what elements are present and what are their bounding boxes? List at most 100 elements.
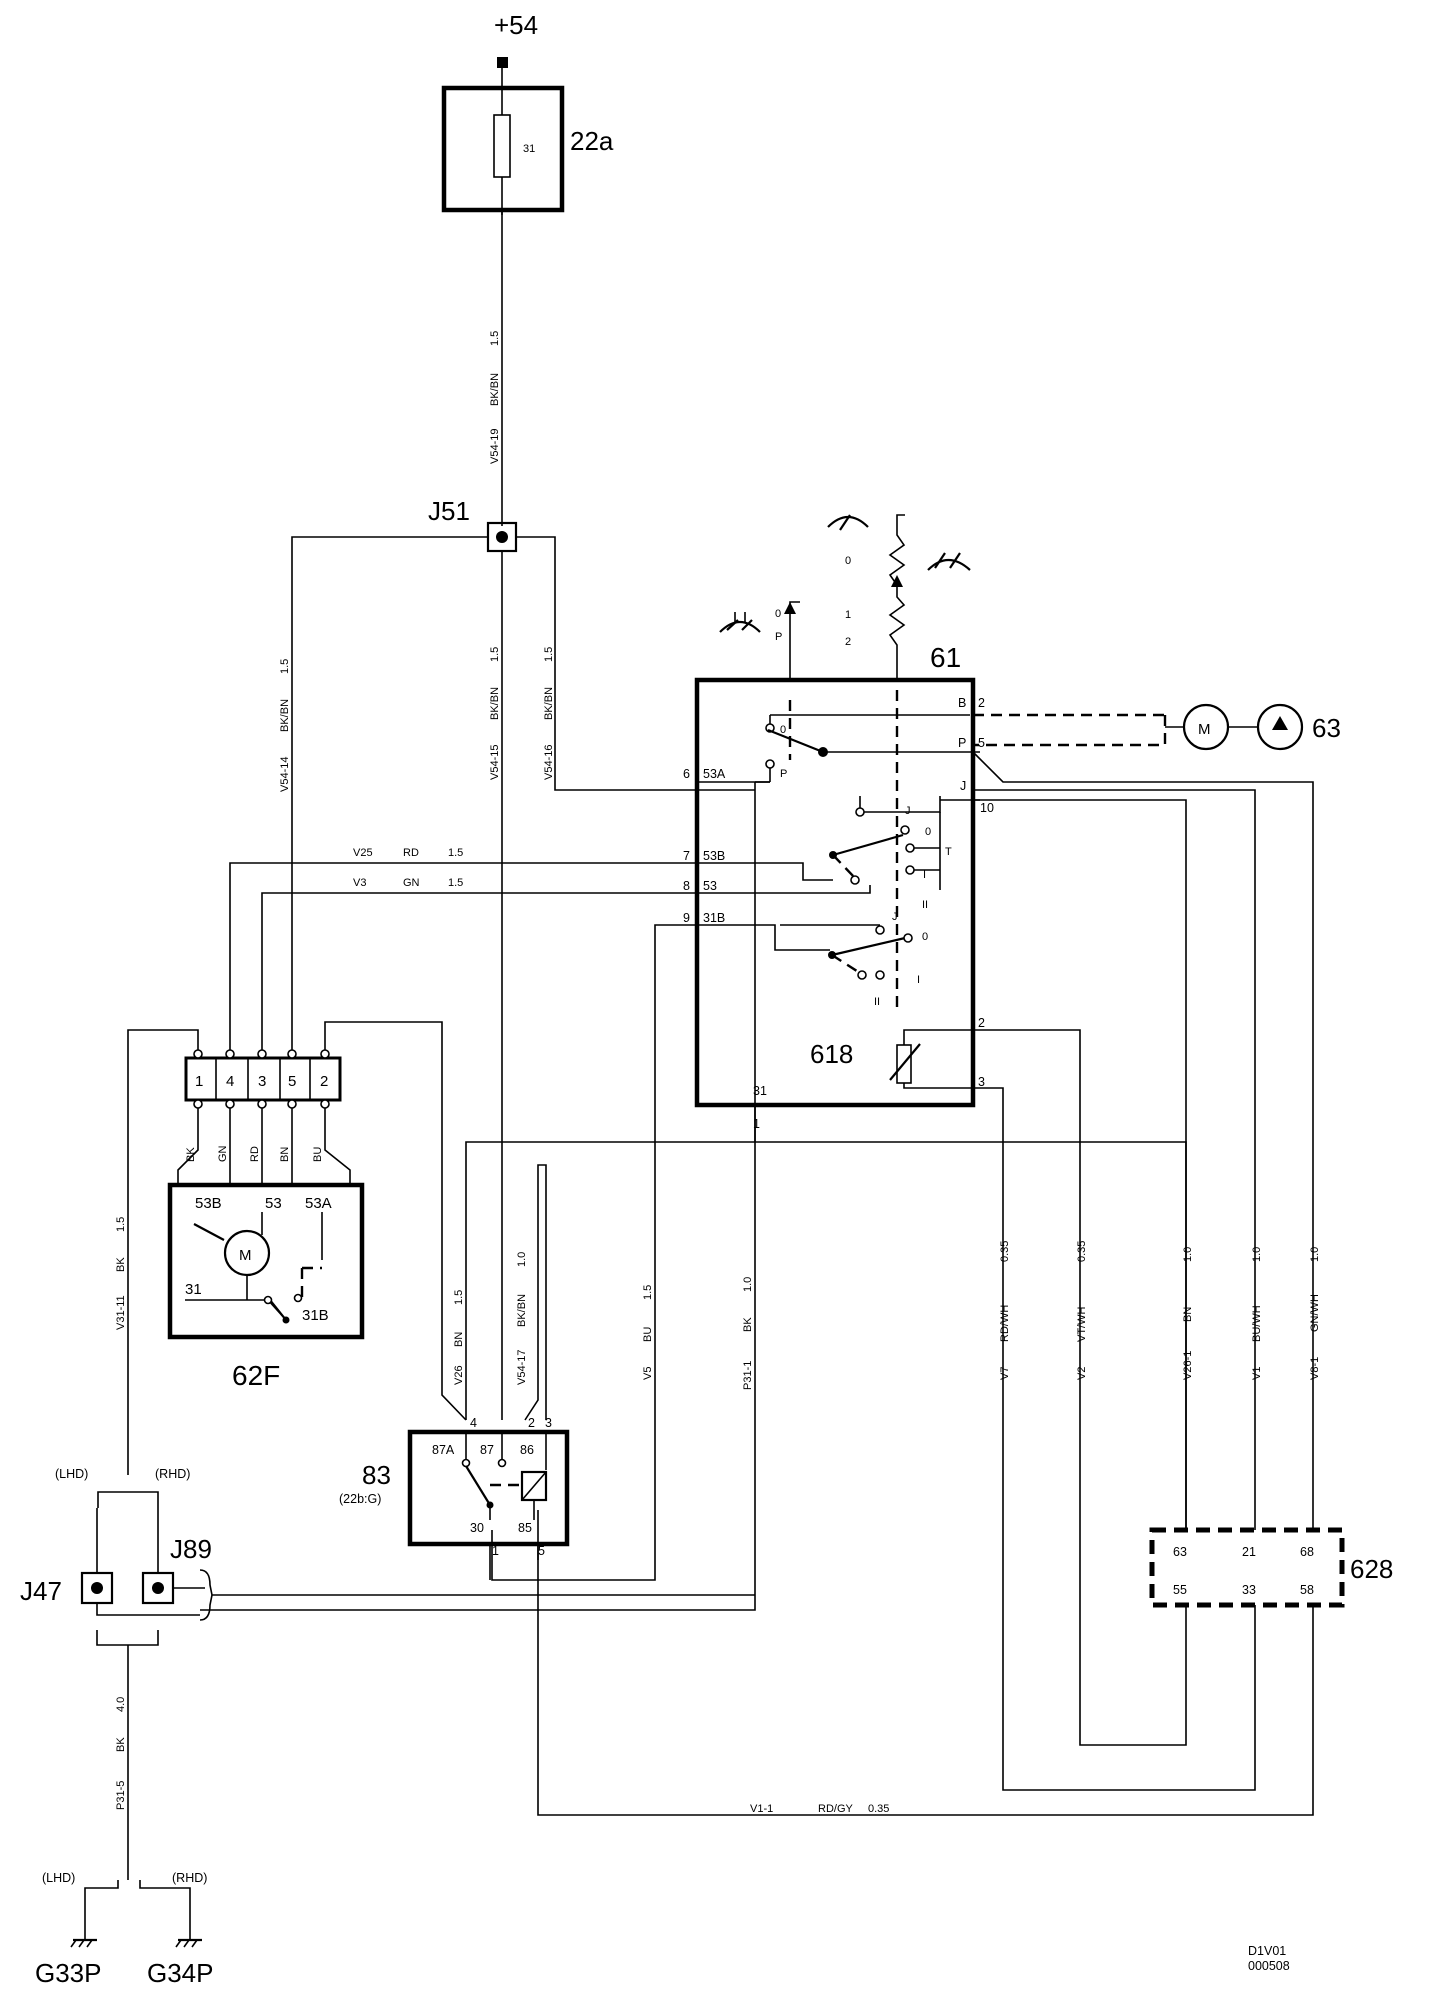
switch-pin-r2: 2 (978, 1016, 985, 1030)
wire-switch-p-to-motor (973, 715, 1167, 747)
wire-v25-id: V25 (353, 847, 373, 859)
module-628 (1149, 1527, 1345, 1608)
switch-park-section (697, 700, 980, 1105)
connector-pin-4: 4 (226, 1073, 234, 1090)
wiper-motor-m: M (239, 1247, 252, 1264)
svg-text:V54-17: V54-17 (516, 1350, 528, 1385)
wiper-windshield-icon (719, 612, 761, 633)
switch-pos-i: I (923, 869, 926, 881)
wire-v3-size: 1.5 (448, 877, 463, 889)
switch-pos-j2: J (892, 911, 898, 923)
switch-pin-1: 1 (753, 1117, 760, 1131)
wire-v7-label: V7 RD/WH 0.35 (999, 1241, 1011, 1380)
module-pin-33: 33 (1242, 1583, 1256, 1597)
svg-text:BK/BN: BK/BN (516, 1294, 528, 1327)
supply-label: +54 (494, 10, 538, 40)
wire-v54-14 (291, 536, 488, 1058)
svg-text:RD: RD (249, 1146, 261, 1162)
svg-text:V54-15: V54-15 (489, 745, 501, 780)
switch-pos-0: 0 (780, 724, 786, 736)
module-pin-58: 58 (1300, 1583, 1314, 1597)
rheostat-618 (889, 1029, 975, 1089)
motor-park-switch (269, 1299, 287, 1321)
relay-pin-1: 1 (492, 1544, 499, 1558)
svg-text:BU: BU (312, 1147, 324, 1162)
wire-v3 (261, 892, 697, 1058)
drive-side-lhd: (LHD) (55, 1467, 88, 1481)
switch-pos-0c: 0 (922, 931, 928, 943)
switch-pin-9: 9 (683, 911, 690, 925)
svg-text:V1: V1 (1251, 1367, 1263, 1380)
module-pin-68: 68 (1300, 1545, 1314, 1559)
pump-arrow-icon (1272, 716, 1288, 730)
junction-j89-label: J89 (170, 1534, 212, 1564)
svg-text:GN/WH: GN/WH (1309, 1294, 1321, 1332)
footer-number: 000508 (1248, 1959, 1290, 1973)
wire-v8-1 (972, 751, 1314, 1530)
wire-pin2-top (324, 1021, 443, 1140)
svg-text:BK: BK (185, 1147, 197, 1162)
wire-v54-17-label: V54-17 BK/BN 1.0 (516, 1252, 528, 1385)
junction-j51-dot (496, 531, 508, 543)
relay-pin-2: 2 (528, 1416, 535, 1430)
svg-text:1.0: 1.0 (742, 1277, 754, 1292)
wire-v54-17 (524, 1164, 547, 1421)
junction-bracket (199, 1569, 213, 1621)
wire-v3-id: V3 (353, 877, 366, 889)
svg-text:GN: GN (217, 1145, 229, 1162)
svg-text:V5: V5 (642, 1367, 654, 1380)
switch-pin-6: 6 (683, 767, 690, 781)
switch-terminal-53: 53 (703, 879, 717, 893)
ground-rhd-label: (RHD) (172, 1871, 207, 1885)
junction-j47-label: J47 (20, 1576, 62, 1606)
switch-pin-8: 8 (683, 879, 690, 893)
rheostat-id: 618 (810, 1039, 853, 1069)
icon-scale-2: 2 (845, 636, 851, 648)
wire-v1 (973, 789, 1256, 1530)
motor-terminal-53b: 53B (195, 1195, 222, 1212)
svg-text:BN: BN (279, 1147, 291, 1162)
fuse-box-22a (441, 85, 565, 213)
wire-v1-1-id: V1-1 (750, 1803, 773, 1815)
wire-v54-19-label: V54-19 BK/BN 1.5 (489, 331, 501, 464)
svg-text:1.5: 1.5 (543, 647, 555, 662)
wire-v26 (465, 1105, 756, 1420)
connector-pin-3: 3 (258, 1073, 266, 1090)
relay-contacts (461, 1432, 548, 1520)
wire-v1-1-size: 0.35 (868, 1803, 889, 1815)
fuse-element (493, 114, 511, 178)
svg-text:BK/BN: BK/BN (489, 373, 501, 406)
relay-pin-5: 5 (538, 1544, 545, 1558)
switch-terminal-p: P (958, 736, 966, 750)
icon-scale-0b: 0 (775, 608, 781, 620)
switch-terminal-b: B (958, 696, 966, 710)
switch-terminal-31b: 31B (703, 911, 725, 925)
icon-scale-p: P (775, 631, 782, 643)
switch-pin-2: 2 (978, 696, 985, 710)
wiper-fast-icon (927, 552, 971, 571)
switch-interval-section (697, 924, 913, 980)
switch-speed-section (697, 796, 980, 894)
connector-pin-2: 2 (320, 1073, 328, 1090)
wire-v1-1-color: RD/GY (818, 1803, 854, 1815)
wire-v5-label: V5 BU 1.5 (642, 1285, 654, 1380)
relay-terminal-30: 30 (470, 1521, 484, 1535)
relay-pin-4: 4 (470, 1416, 477, 1430)
icon-scale-0: 0 (845, 555, 851, 567)
relay-id-83: 83 (362, 1460, 391, 1490)
drive-side-rhd: (RHD) (155, 1467, 190, 1481)
svg-text:1.5: 1.5 (642, 1285, 654, 1300)
svg-text:BK: BK (115, 1257, 127, 1272)
wire-v2 (975, 1029, 1187, 1746)
switch-pin-r3: 3 (978, 1075, 985, 1089)
fuse-id-22a: 22a (570, 126, 614, 156)
relay-pin-3: 3 (545, 1416, 552, 1430)
relay-terminal-85: 85 (518, 1521, 532, 1535)
washer-id-63: 63 (1312, 713, 1341, 743)
relay-terminal-87: 87 (480, 1443, 494, 1457)
wire-v3-color: GN (403, 877, 420, 889)
svg-text:VT/WH: VT/WH (1076, 1307, 1088, 1342)
svg-text:4.0: 4.0 (115, 1697, 127, 1712)
wire-v7 (975, 1087, 1256, 1791)
